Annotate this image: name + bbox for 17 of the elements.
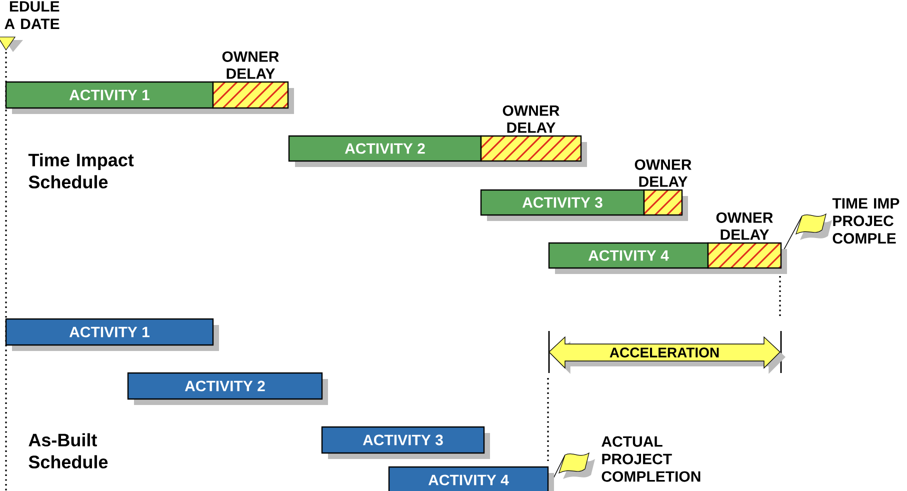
node-label: OWNER DELAY: [634, 159, 692, 187]
section-title: As-Built Schedule: [28, 433, 108, 468]
annotation-text: ACTUAL PROJECT COMPLETION: [602, 436, 700, 482]
activity-bar: ACTIVITY 1: [5, 318, 219, 351]
node-label: OWNER DELAY: [716, 212, 773, 240]
annotation-text: EDULE A DATE: [4, 1, 60, 30]
annotation-text: TIME IMP PROJEC COMPLE: [832, 198, 900, 244]
activity-bar: ACTIVITY 2: [127, 372, 328, 405]
activity-bar: ACTIVITY 1: [5, 81, 219, 114]
activity-bar: ACTIVITY 3: [480, 189, 650, 221]
activity-bar: ACTIVITY 4: [548, 242, 714, 274]
section-title: Time Impact Schedule: [28, 153, 134, 188]
activity-bar: ACTIVITY 3: [321, 426, 490, 459]
node-label: OWNER DELAY: [502, 105, 560, 133]
node-label: OWNER DELAY: [222, 51, 279, 79]
activity-bar: ACTIVITY 2: [288, 135, 487, 167]
activity-bar: ACTIVITY 4: [388, 466, 554, 491]
